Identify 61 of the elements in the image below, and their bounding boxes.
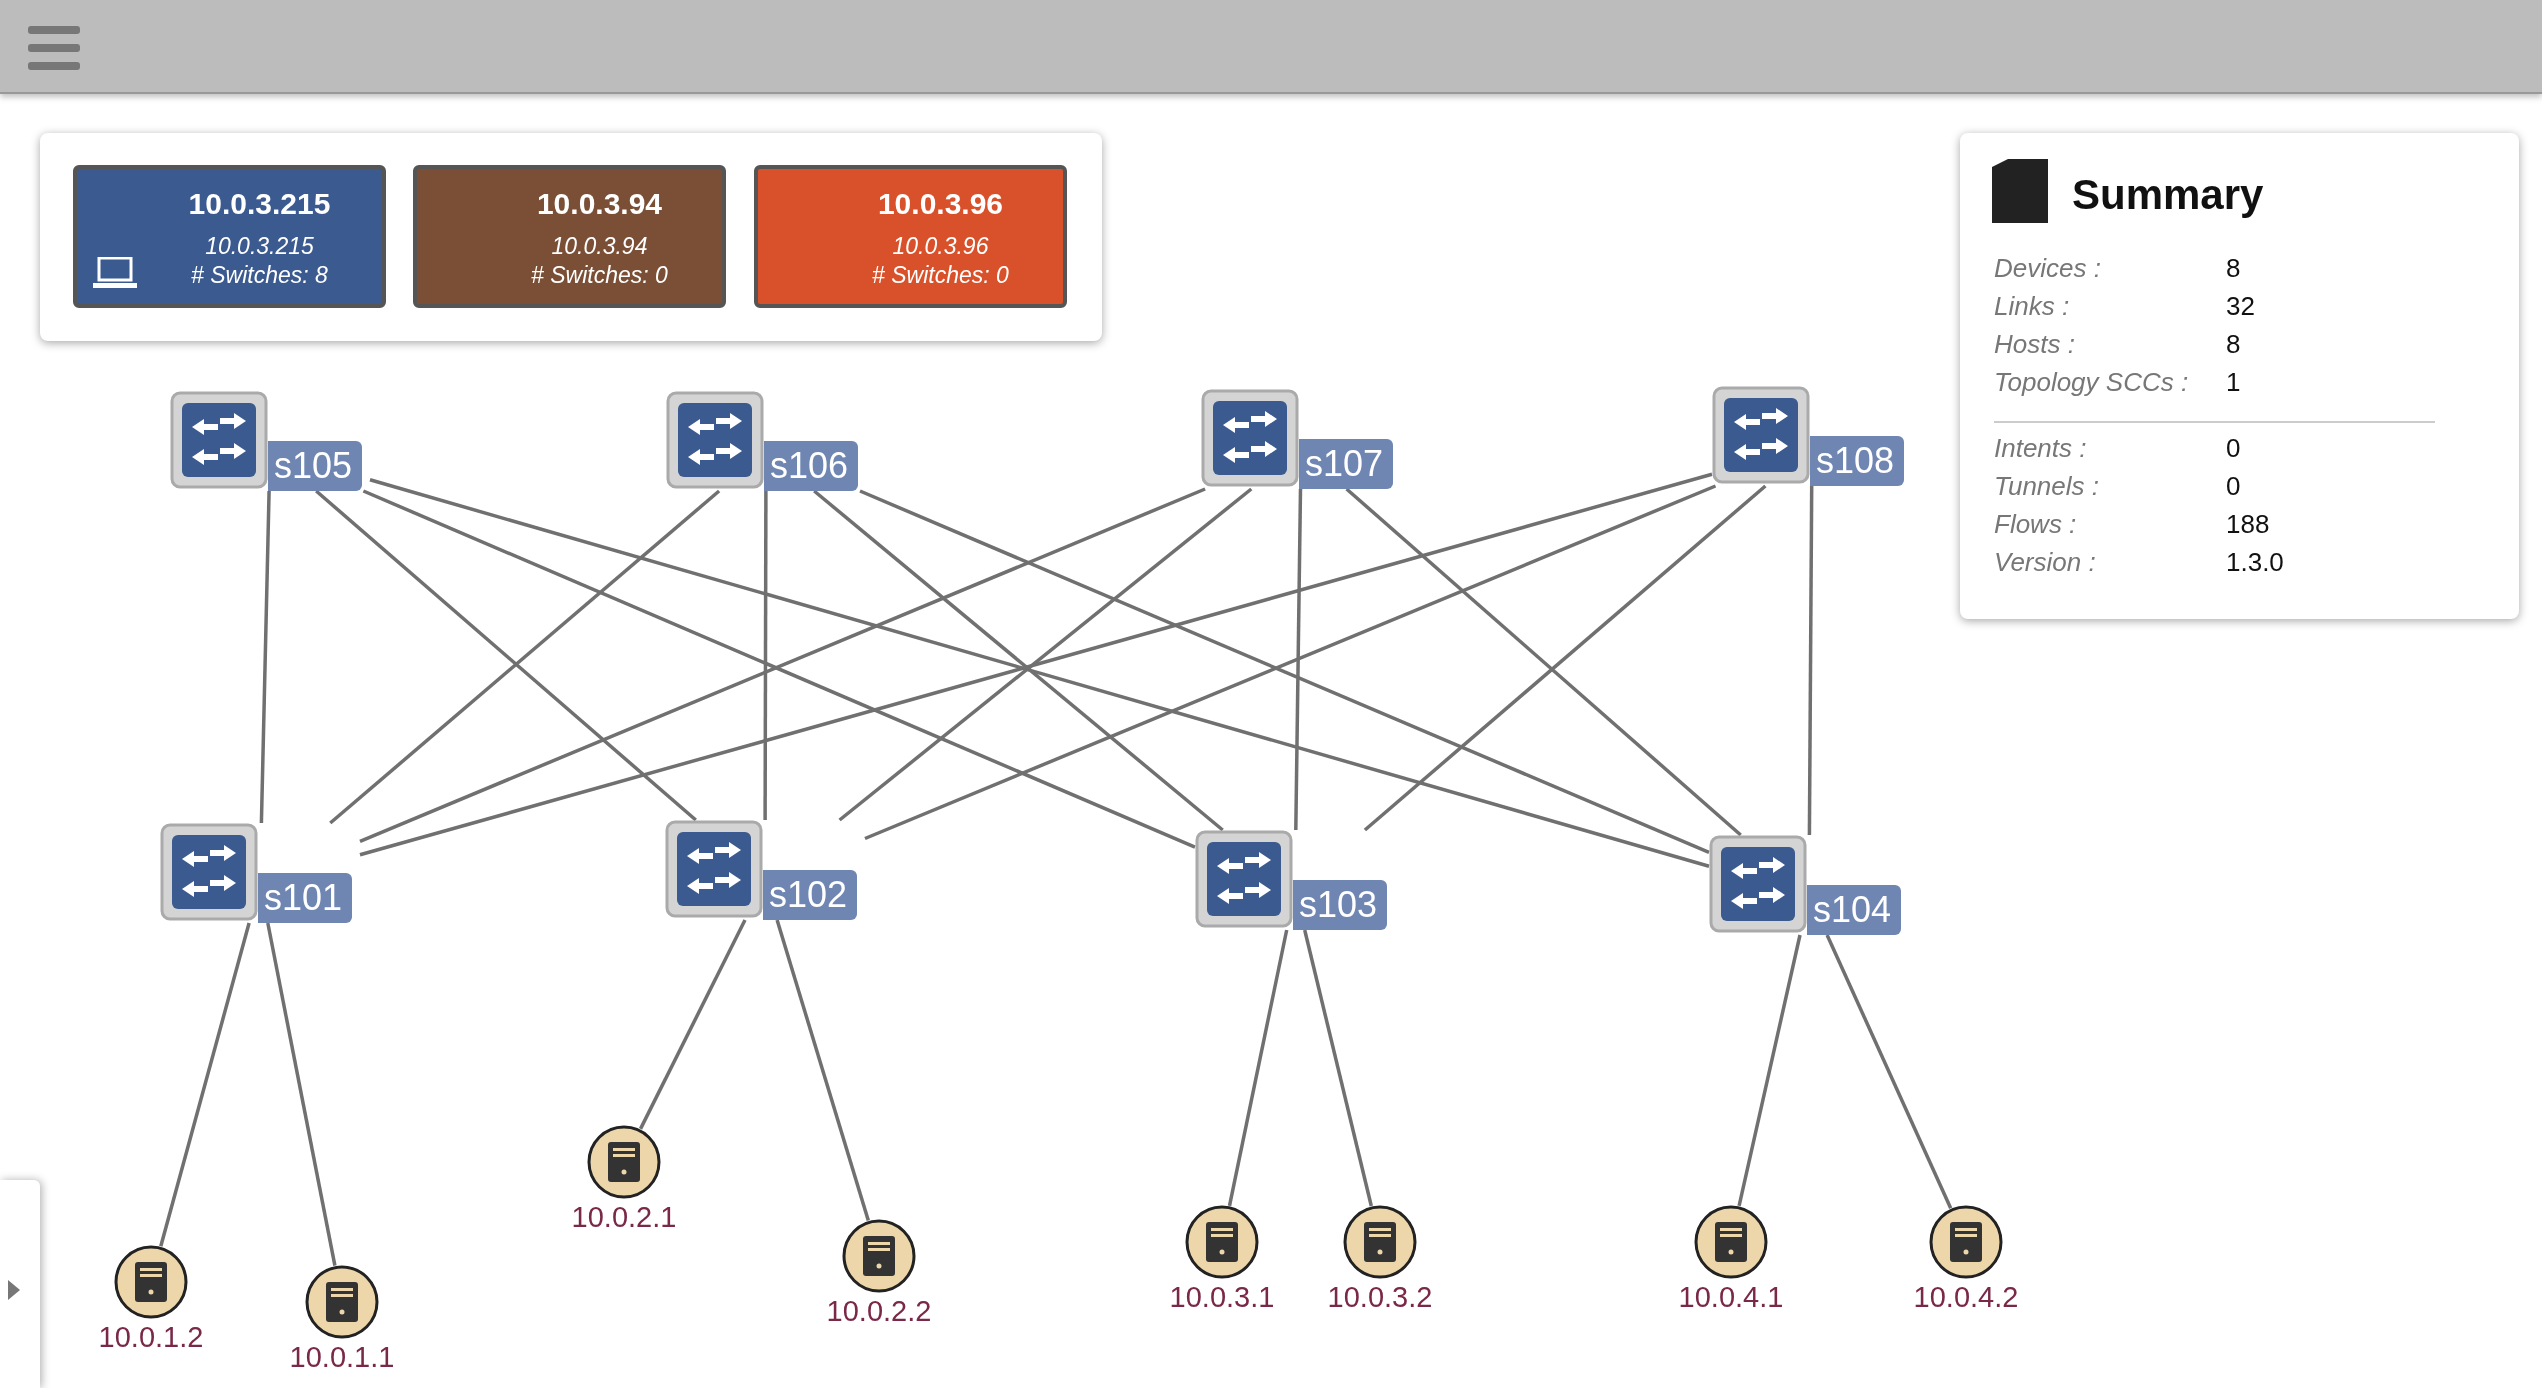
stat-label: Hosts : — [1994, 329, 2075, 360]
stat-value: 1.3.0 — [2226, 547, 2284, 578]
host-address: 10.0.4.1 — [1678, 1281, 1784, 1314]
node-address: 10.0.3.215 — [187, 187, 332, 221]
link-line — [838, 487, 1253, 822]
host-address: 10.0.3.1 — [1169, 1281, 1275, 1314]
link-line — [763, 491, 768, 820]
stat-label: Version : — [1994, 547, 2096, 578]
node-address: 10.0.3.96 — [876, 187, 1005, 221]
node-detail: 10.0.3.96 — [891, 233, 990, 260]
node-address: 10.0.3.94 — [535, 187, 664, 221]
node-detail: 10.0.3.94 — [550, 233, 649, 260]
link-line — [159, 922, 251, 1247]
host-address: 10.0.1.1 — [289, 1341, 395, 1374]
switch-label: s102 — [763, 870, 858, 920]
link-line — [1737, 934, 1802, 1207]
switch-label: s107 — [1299, 439, 1394, 489]
panel-heading: Summary — [2072, 171, 2264, 219]
host-address: 10.0.3.2 — [1327, 1281, 1433, 1314]
host-address: 10.0.2.2 — [826, 1295, 932, 1328]
link-line — [638, 919, 747, 1130]
link-line — [1825, 934, 1953, 1209]
switch-label: s108 — [1810, 436, 1905, 486]
switch-label: s105 — [268, 441, 363, 491]
cluster-panel — [40, 133, 1102, 341]
host-address: 10.0.1.2 — [98, 1321, 204, 1354]
switch-label: s104 — [1807, 885, 1902, 935]
host-address: 10.0.4.2 — [1913, 1281, 2019, 1314]
switch-label: s103 — [1293, 880, 1388, 930]
stat-value: 1 — [2226, 367, 2241, 398]
stat-label: Topology SCCs : — [1994, 367, 2189, 398]
stat-value: 32 — [2226, 291, 2255, 322]
link-line — [1227, 929, 1289, 1207]
cluster-card — [413, 165, 726, 308]
link-line — [1807, 486, 1814, 835]
switch-label: s101 — [258, 873, 353, 923]
stat-label: Flows : — [1994, 509, 2077, 540]
summary-panel — [1960, 133, 2519, 619]
link-line — [1294, 488, 1303, 831]
stat-label: Intents : — [1994, 433, 2087, 464]
link-line — [266, 922, 337, 1267]
switch-label: s106 — [764, 441, 859, 491]
link-line — [775, 919, 870, 1222]
stat-label: Links : — [1994, 291, 2070, 322]
stat-label: Tunnels : — [1994, 471, 2099, 502]
stat-value: 0 — [2226, 433, 2241, 464]
node-detail: 10.0.3.215 — [204, 233, 315, 260]
node-detail: # Switches: 0 — [871, 262, 1010, 289]
link-line — [1303, 929, 1373, 1207]
stat-value: 188 — [2226, 509, 2270, 540]
stat-label: Devices : — [1994, 253, 2101, 284]
link-line — [813, 489, 1224, 832]
stat-value: 0 — [2226, 471, 2241, 502]
host-address: 10.0.2.1 — [571, 1201, 677, 1234]
node-detail: # Switches: 0 — [530, 262, 669, 289]
link-line — [259, 490, 271, 824]
cluster-card — [73, 165, 386, 308]
stat-value: 8 — [2226, 253, 2241, 284]
cluster-card — [754, 165, 1067, 308]
stat-value: 8 — [2226, 329, 2241, 360]
node-detail: # Switches: 8 — [190, 262, 329, 289]
